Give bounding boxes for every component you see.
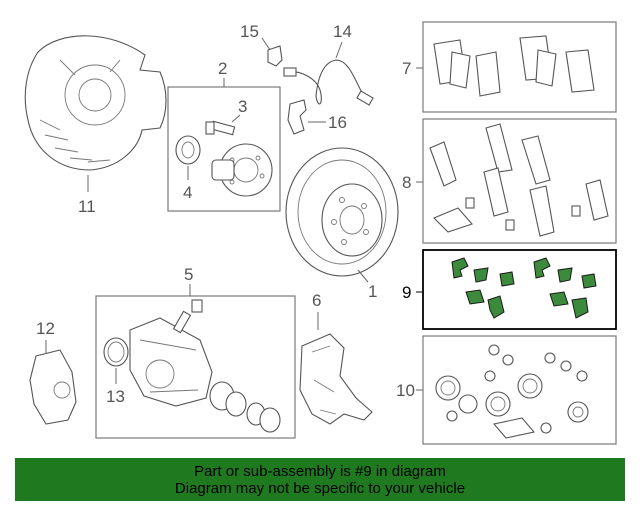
callout-10: 10 <box>396 381 415 400</box>
brake-hose-part <box>283 59 374 106</box>
brake-rotor-part <box>285 147 399 277</box>
callout-9: 9 <box>402 283 411 302</box>
leader-15 <box>261 37 271 51</box>
hose-bracket-part <box>287 99 307 135</box>
banner-line-2: Diagram may not be specific to your vehi… <box>174 479 466 497</box>
leader-1 <box>357 269 369 283</box>
callout-12: 12 <box>36 319 55 338</box>
callout-11: 11 <box>78 197 96 216</box>
fitment-notice-banner: Part or sub-assembly is #9 in diagram Di… <box>15 458 625 501</box>
brake-pads-part <box>433 35 595 97</box>
callout-1: 1 <box>368 282 377 301</box>
piston-seal-part <box>103 337 129 367</box>
callout-13: 13 <box>106 387 125 406</box>
callout-16: 16 <box>328 113 347 132</box>
callout-4: 4 <box>183 183 192 202</box>
caliper-body-part <box>129 299 213 407</box>
piston-part <box>209 381 247 417</box>
callout-5: 5 <box>184 265 193 284</box>
caliper-seals-part <box>435 344 589 439</box>
leader-14 <box>335 41 343 59</box>
anti-squeal-shims-part <box>429 123 609 237</box>
dust-shield-part <box>24 35 167 171</box>
hose-clip-part <box>267 45 283 67</box>
caliper-cover-part <box>29 349 77 425</box>
banner-line-1: Part or sub-assembly is #9 in diagram <box>194 462 446 480</box>
parts-diagram: 11 2 3 4 15 14 16 <box>24 21 617 445</box>
caliper-support-part <box>299 333 373 425</box>
callout-3: 3 <box>238 97 247 116</box>
pad-support-clips-part <box>451 257 597 319</box>
hub-bolt-part <box>205 120 236 136</box>
callout-14: 14 <box>333 22 352 41</box>
callout-6: 6 <box>312 291 321 310</box>
boot-seal-part <box>246 402 281 433</box>
callout-2: 2 <box>218 59 227 78</box>
callout-15: 15 <box>240 22 259 41</box>
bearing-ring-part <box>175 135 201 165</box>
leader-3 <box>231 114 241 123</box>
hub-bearing-part <box>211 143 273 197</box>
callout-8: 8 <box>402 173 411 192</box>
callout-7: 7 <box>402 59 411 78</box>
